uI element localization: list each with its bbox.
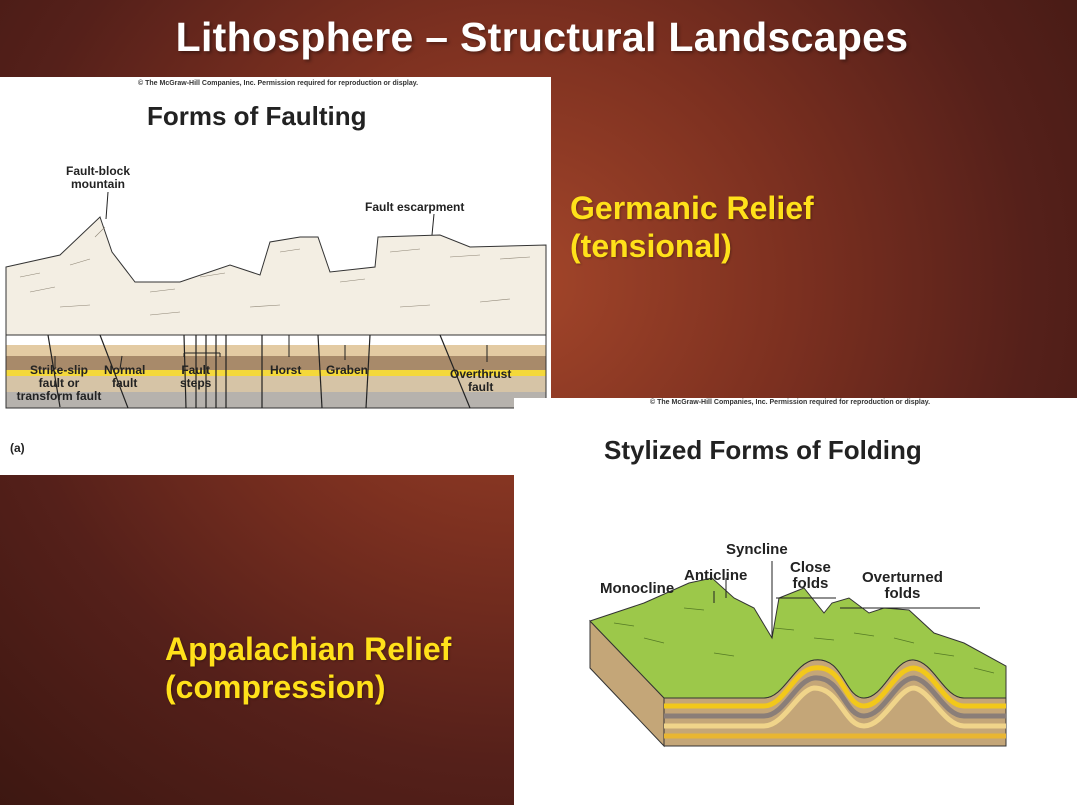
- green-surface: [589, 577, 1007, 699]
- label-overturned-folds: Overturned folds: [862, 570, 943, 602]
- label-horst: Horst: [270, 363, 302, 377]
- label-pointers: [54, 191, 488, 370]
- label-fault-block-mountain: Fault-block mountain: [66, 165, 130, 191]
- appalachian-relief-caption: Appalachian Relief (compression): [165, 630, 451, 706]
- label-close-folds: Close folds: [790, 560, 831, 592]
- front-strata: [664, 665, 1006, 739]
- label-overthrust-fault: Overthrust fault: [450, 368, 511, 394]
- faulting-block-diagram: [5, 191, 547, 409]
- germanic-caption-line2: (tensional): [570, 228, 732, 264]
- tan-layer: [6, 376, 546, 392]
- label-fault-block-line1: Fault-block: [66, 164, 131, 178]
- fault-lines: [47, 334, 471, 409]
- label-fault-steps-line2: steps: [180, 376, 212, 390]
- folding-copyright: © The McGraw-Hill Companies, Inc. Permis…: [650, 399, 931, 406]
- slide-title: Lithosphere – Structural Landscapes: [175, 14, 909, 60]
- label-overturned-line2: folds: [884, 585, 921, 602]
- label-anticline: Anticline: [684, 567, 748, 584]
- appalachian-caption-line2: (compression): [165, 669, 386, 705]
- landscape-surface: [5, 216, 547, 336]
- label-strike-slip-line2: fault or: [38, 376, 80, 390]
- gray-basement-layer: [6, 392, 546, 408]
- label-panel-letter: (a): [10, 441, 25, 455]
- label-strike-slip-line1: Strike-slip: [29, 363, 89, 377]
- appalachian-caption-line1: Appalachian Relief: [165, 631, 452, 667]
- label-monocline: Monocline: [600, 580, 675, 597]
- label-strike-slip: Strike-slip fault or transform fault: [3, 364, 115, 403]
- label-fault-block-line2: mountain: [71, 177, 125, 191]
- label-normal-fault: Normal fault: [104, 364, 145, 390]
- germanic-relief-caption: Germanic Relief (tensional): [570, 189, 814, 265]
- label-overthrust-line1: Overthrust: [450, 367, 512, 381]
- folding-block-diagram: [589, 561, 1007, 748]
- yellow-layer: [6, 370, 546, 376]
- faulting-figure: © The McGraw-Hill Companies, Inc. Permis…: [0, 77, 551, 475]
- label-fault-steps: Fault steps: [180, 364, 211, 390]
- label-close-folds-line2: folds: [792, 575, 829, 592]
- upper-sandstone-layer: [6, 345, 546, 356]
- folding-title: Stylized Forms of Folding: [604, 435, 922, 465]
- brown-layer: [6, 356, 546, 370]
- faulting-title: Forms of Faulting: [147, 101, 367, 131]
- label-graben: Graben: [326, 363, 369, 377]
- label-overthrust-line2: fault: [468, 380, 494, 394]
- label-fault-steps-line1: Fault: [181, 363, 211, 377]
- label-normal-line2: fault: [112, 376, 138, 390]
- surface-texture: [19, 226, 531, 316]
- label-normal-line1: Normal: [104, 363, 146, 377]
- label-pointers: [713, 561, 980, 638]
- folding-figure: © The McGraw-Hill Companies, Inc. Permis…: [514, 398, 1077, 805]
- surface-texture: [613, 607, 995, 674]
- germanic-caption-line1: Germanic Relief: [570, 190, 814, 226]
- label-strike-slip-line3: transform fault: [16, 389, 102, 403]
- faulting-copyright: © The McGraw-Hill Companies, Inc. Permis…: [138, 80, 419, 87]
- label-syncline: Syncline: [726, 541, 788, 558]
- label-close-folds-line1: Close: [790, 559, 831, 576]
- label-fault-escarpment: Fault escarpment: [365, 200, 465, 214]
- label-overturned-line1: Overturned: [862, 569, 943, 586]
